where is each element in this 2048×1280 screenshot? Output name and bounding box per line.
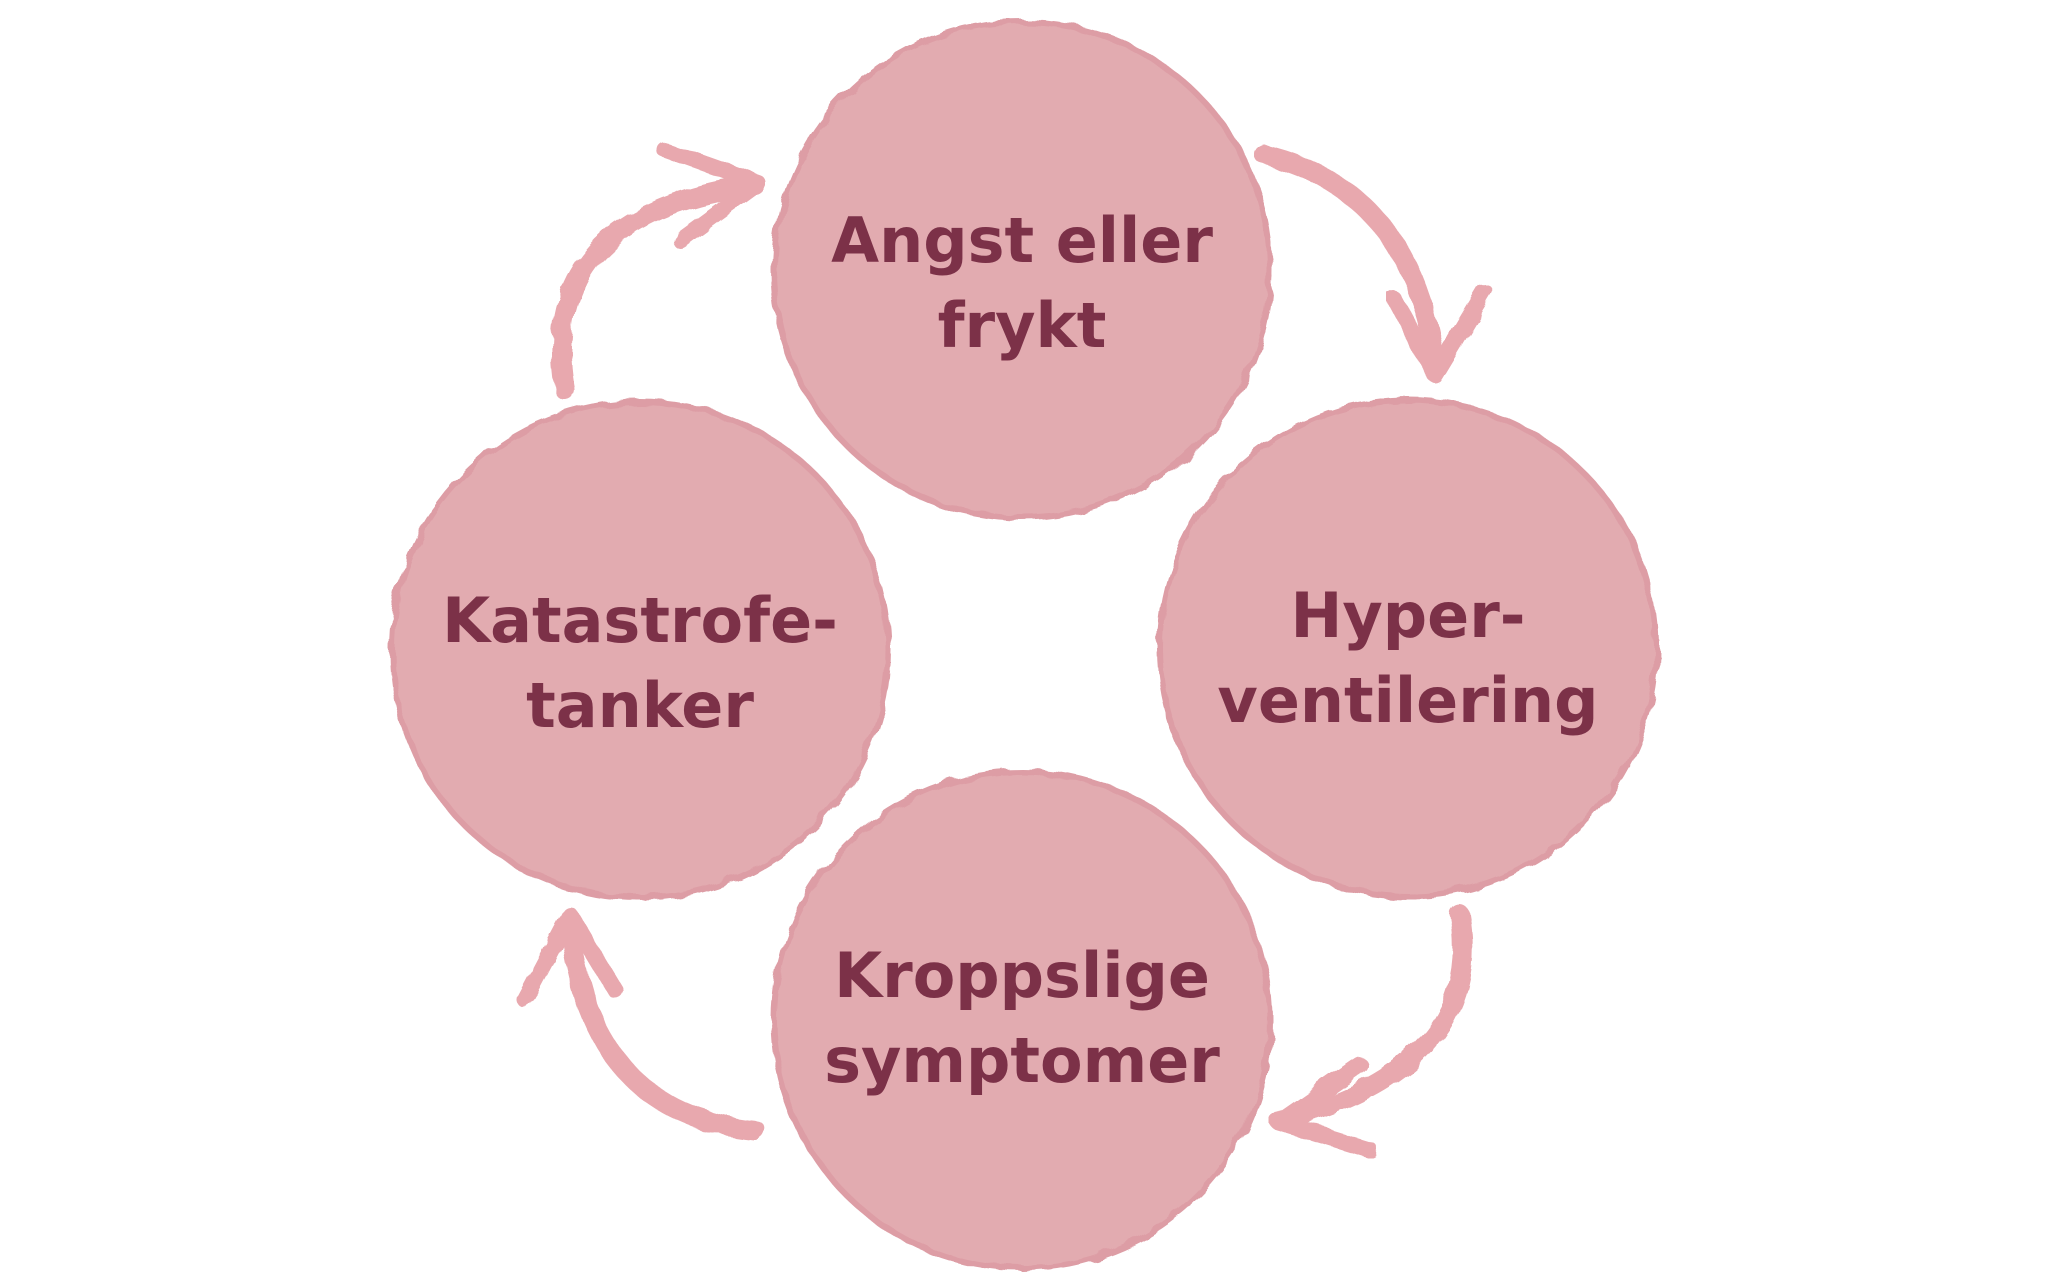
arrows-group [517, 142, 1493, 1158]
node-label-line1: Angst eller [831, 204, 1213, 277]
node-circle [1157, 397, 1659, 899]
node-label-line2: tanker [526, 669, 754, 742]
arrow-kroppslige-to-katastrofe [517, 907, 765, 1140]
node-kroppslige-symptomer: Kroppslige symptomer [771, 769, 1273, 1271]
node-hyperventilering: Hyper- ventilering [1157, 397, 1659, 899]
arrow-angst-to-hyperventilering [1255, 145, 1493, 383]
node-label-line2: frykt [938, 289, 1107, 362]
node-label-line1: Katastrofe- [442, 584, 838, 657]
arrow-hyperventilering-to-kroppslige [1270, 905, 1473, 1158]
node-circle [771, 19, 1273, 521]
node-circle [771, 769, 1273, 1271]
node-angst-eller-frykt: Angst eller frykt [771, 19, 1273, 521]
node-circle [389, 399, 891, 901]
node-label-line1: Hyper- [1290, 579, 1525, 652]
node-label-line2: ventilering [1217, 664, 1598, 737]
arrow-katastrofe-to-angst [551, 142, 766, 400]
node-label-line1: Kroppslige [834, 939, 1210, 1012]
node-katastrofetanker: Katastrofe- tanker [389, 399, 891, 901]
node-label-line2: symptomer [824, 1024, 1220, 1097]
